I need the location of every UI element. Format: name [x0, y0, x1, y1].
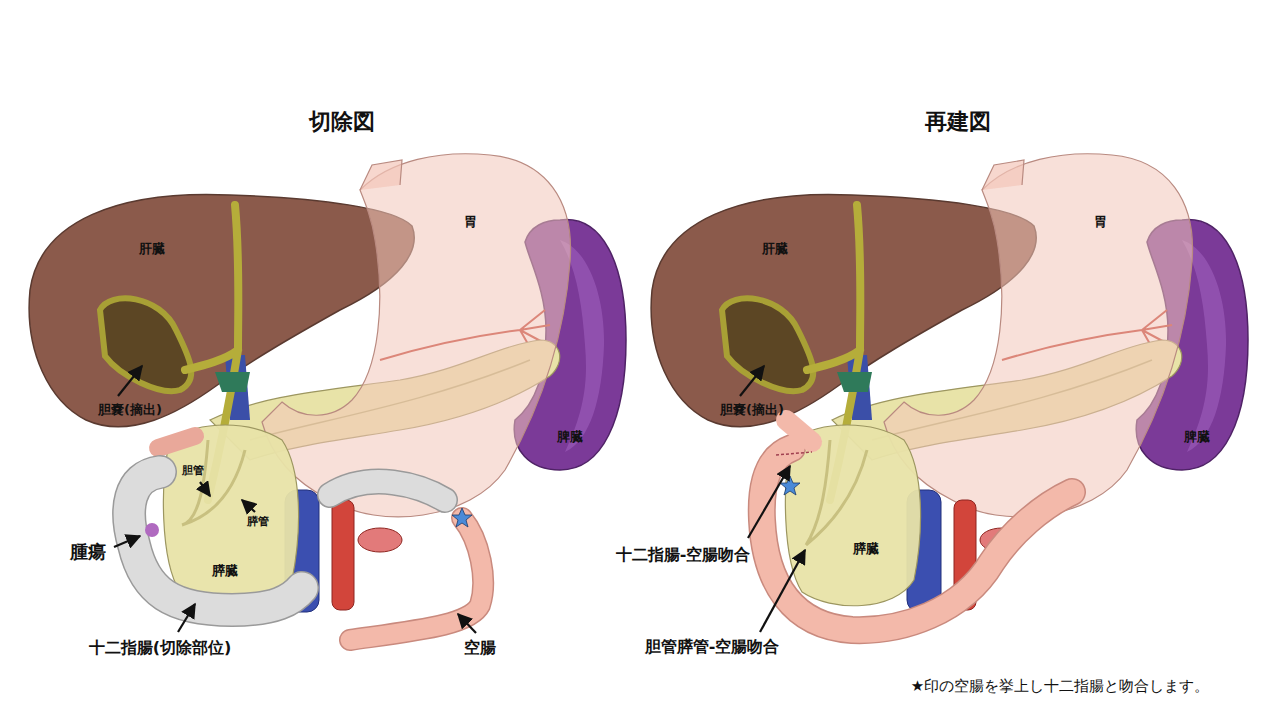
- part-label: 胃: [464, 214, 477, 230]
- panel-title: 再建図: [925, 109, 991, 135]
- part-label: 胆嚢(摘出): [720, 402, 784, 418]
- reconstruction-parts: [762, 420, 1072, 630]
- panel-title: 切除図: [309, 109, 375, 135]
- part-label: 脾臓: [1184, 429, 1210, 445]
- organs-reconstruction: [651, 154, 1248, 612]
- part-label: 脾臓: [557, 429, 583, 445]
- part-label: 胆管: [182, 464, 204, 477]
- part-label: 腫瘍: [70, 541, 106, 563]
- part-label: 胆管膵管-空腸吻合: [645, 637, 780, 656]
- part-label: 膵臓: [853, 541, 879, 557]
- part-label: 胃: [1094, 214, 1107, 230]
- part-label: 十二指腸(切除部位): [89, 638, 232, 657]
- part-label: 胆嚢(摘出): [98, 402, 162, 418]
- part-label: 膵管: [247, 515, 269, 528]
- part-label: 膵臓: [212, 563, 238, 579]
- part-label: 空腸: [464, 638, 496, 657]
- part-label: 十二指腸-空腸吻合: [616, 545, 751, 564]
- organs-resection: [29, 154, 626, 612]
- resection-parts: [129, 425, 483, 640]
- leader-arrows: [114, 366, 805, 633]
- caption-note: ★印の空腸を挙上し十二指腸と吻合します。: [911, 677, 1209, 695]
- part-label: 肝臓: [139, 241, 165, 257]
- part-label: 肝臓: [762, 241, 788, 257]
